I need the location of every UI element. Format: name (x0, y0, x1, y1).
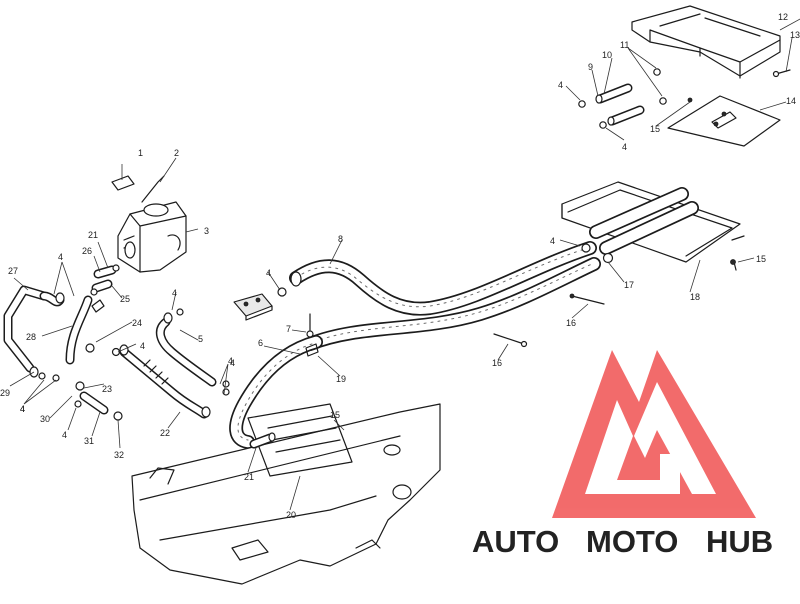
callout-19: 19 (336, 374, 346, 384)
callout-4-g: 4 (62, 430, 67, 440)
coolant-hoses (229, 187, 699, 449)
callout-21-a: 21 (88, 230, 98, 240)
part-2-dipstick (141, 175, 165, 203)
callout-23: 23 (102, 384, 112, 394)
callout-4-d: 4 (140, 341, 145, 351)
watermark-logo (552, 350, 756, 518)
callout-18: 18 (690, 292, 700, 302)
watermark-hub: HUB (706, 524, 773, 559)
callout-14: 14 (786, 96, 796, 106)
clamps-17 (581, 235, 745, 271)
watermark-auto: AUTO (472, 524, 559, 559)
logo-inner-gap (634, 382, 716, 494)
callout-15-b: 15 (756, 254, 766, 264)
part-16-bolts (493, 293, 605, 348)
part-20-tunnel (131, 403, 441, 585)
callout-24: 24 (132, 318, 142, 328)
callout-7: 7 (286, 324, 291, 334)
part-5-22-hoses (111, 308, 230, 419)
callout-21-b: 21 (244, 472, 254, 482)
callout-4-f: 4 (20, 404, 25, 414)
callout-12: 12 (778, 12, 788, 22)
callout-4-j: 4 (622, 142, 627, 152)
callout-5: 5 (198, 334, 203, 344)
mount-bracket (233, 287, 287, 321)
callout-13: 13 (790, 30, 800, 40)
callout-32: 32 (114, 450, 124, 460)
callout-3: 3 (204, 226, 209, 236)
callout-17: 17 (624, 280, 634, 290)
callout-15-a: 15 (650, 124, 660, 134)
part-3-coolant-tank (117, 201, 187, 273)
callout-29: 29 (0, 388, 10, 398)
part-21-fitting-lower (249, 432, 276, 449)
callout-1: 1 (138, 148, 143, 158)
part-1-cap (111, 175, 135, 191)
callout-15-c: 15 (330, 410, 340, 420)
part-12-cover (631, 5, 781, 79)
part-13-bolt (772, 69, 791, 78)
callout-11: 11 (620, 40, 629, 50)
callout-6: 6 (258, 338, 263, 348)
callout-31: 31 (84, 436, 94, 446)
callout-28: 28 (26, 332, 36, 342)
callout-22: 22 (160, 428, 170, 438)
part-14-tray (667, 95, 781, 147)
callout-9: 9 (588, 62, 593, 72)
callout-8: 8 (338, 234, 343, 244)
part-7-19-clip (305, 313, 319, 357)
callout-4-e: 4 (230, 358, 235, 368)
callout-4-l: 4 (20, 404, 25, 414)
callout-4-k: 4 (228, 356, 233, 366)
watermark-wordmark: AUTO MOTO HUB (472, 524, 773, 559)
callout-30: 30 (40, 414, 50, 424)
left-hoses (3, 264, 123, 421)
watermark-moto: MOTO (586, 524, 678, 559)
callout-10: 10 (602, 50, 612, 60)
callout-labels: 1 2 3 4 4 4 4 4 4 4 5 6 7 8 9 10 11 12 1… (0, 12, 800, 520)
callout-20: 20 (286, 510, 296, 520)
callout-27: 27 (8, 266, 18, 276)
part-9-10-tubes (578, 68, 693, 129)
callout-4-i: 4 (558, 80, 563, 90)
callout-4-a: 4 (58, 252, 63, 262)
callout-4-b: 4 (266, 268, 271, 278)
callout-2: 2 (174, 148, 179, 158)
callout-4-h: 4 (550, 236, 555, 246)
callout-25: 25 (120, 294, 130, 304)
callout-16-b: 16 (492, 358, 502, 368)
callout-16-a: 16 (566, 318, 576, 328)
leader-lines (9, 18, 800, 511)
callout-26: 26 (82, 246, 92, 256)
callout-4-c: 4 (172, 288, 177, 298)
